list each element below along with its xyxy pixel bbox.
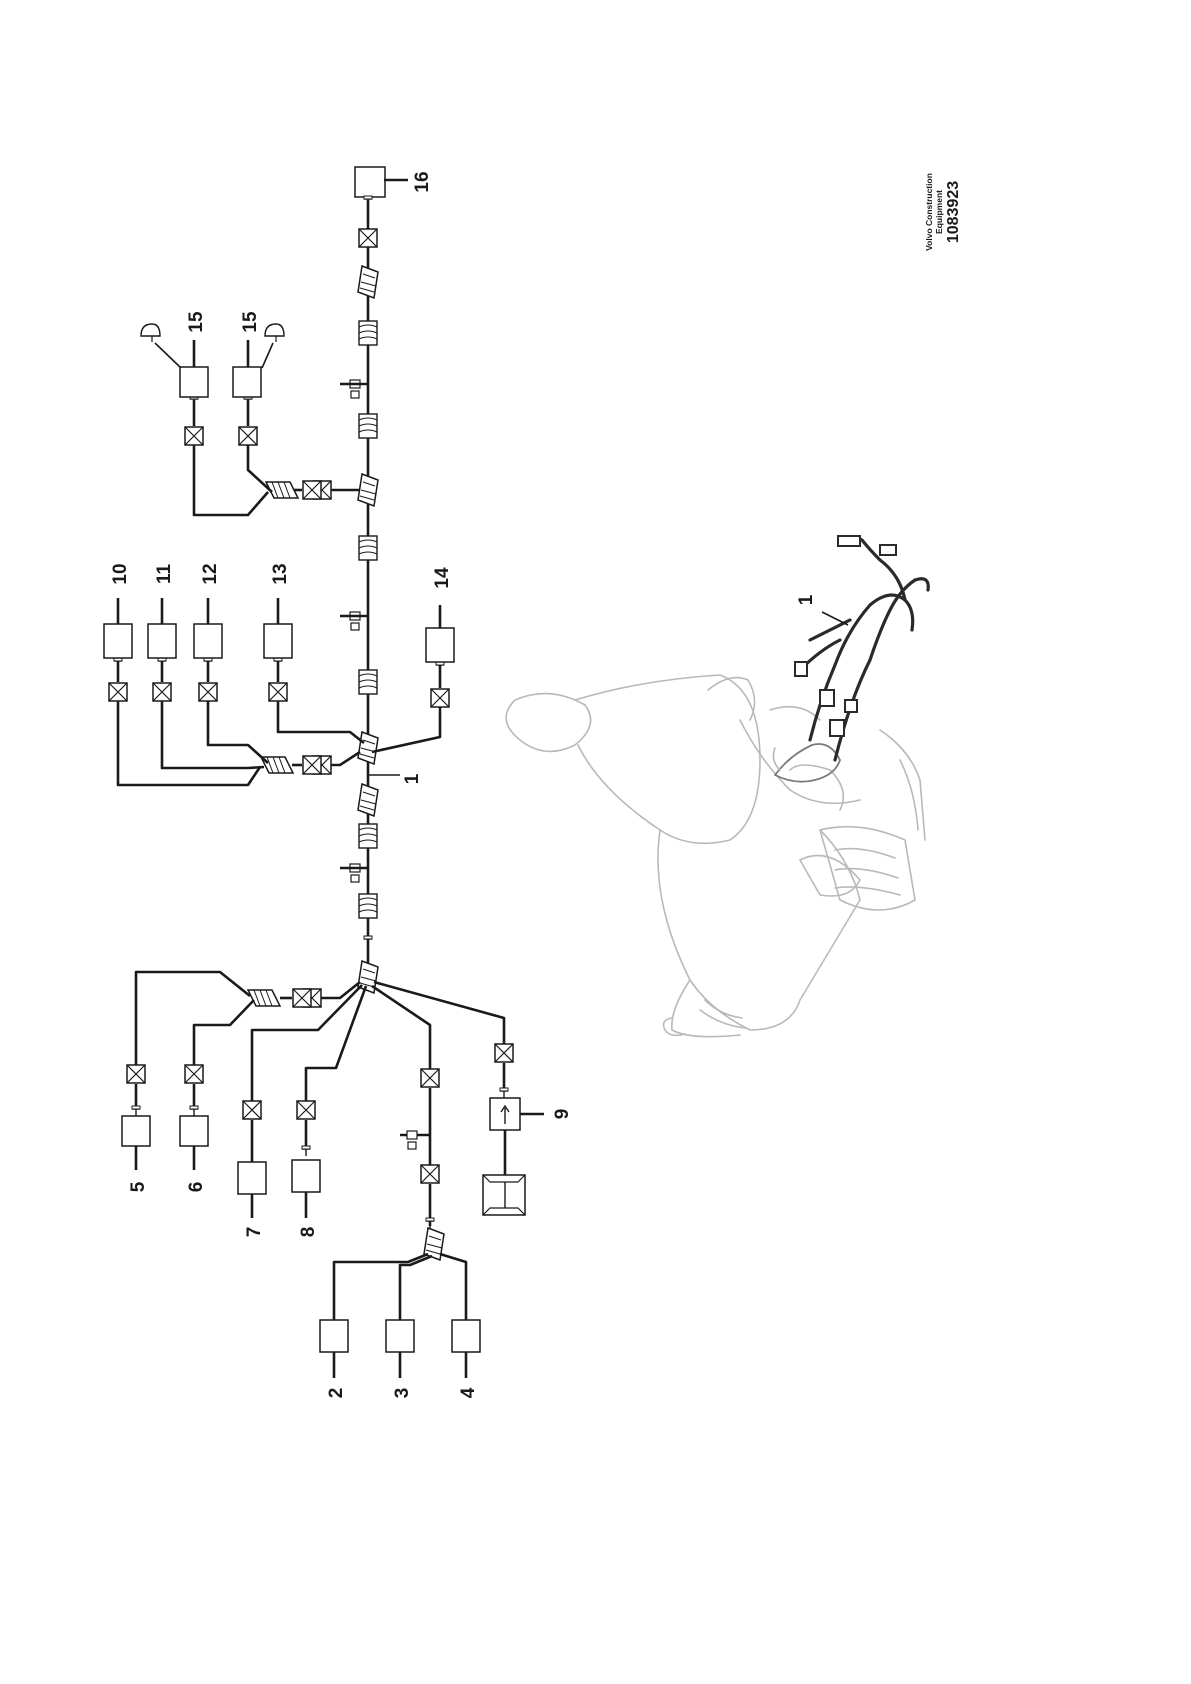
callout-3: 3: [392, 1388, 413, 1399]
component-15-left: [179, 366, 209, 398]
brand-line-1: Volvo Construction: [924, 173, 934, 251]
callout-14: 14: [432, 567, 453, 589]
component-7: [237, 1161, 267, 1195]
callout-9: 9: [552, 1109, 573, 1120]
branch-15: [140, 323, 379, 517]
component-6: [179, 1115, 209, 1147]
trunk-clips-lower: [340, 783, 379, 947]
component-16: [340, 166, 408, 439]
callout-1-sketch: 1: [796, 594, 817, 605]
callout-labels: 16 15 15 10 11 12 13 14 1 5 6 7 8 9 2 3 …: [110, 171, 573, 1398]
component-12: [193, 623, 223, 659]
brand-line-2: Equipment: [934, 190, 944, 234]
lower-junction-branches: [121, 960, 544, 1378]
component-14: [425, 627, 455, 663]
callout-15: 15: [186, 311, 207, 333]
callout-2: 2: [326, 1388, 347, 1399]
component-11: [147, 623, 177, 659]
component-15-right: [232, 366, 262, 398]
part-number: 1083923: [945, 181, 962, 243]
callout-16: 16: [412, 171, 433, 192]
callout-11: 11: [154, 564, 175, 585]
component-4: [451, 1319, 481, 1353]
component-10: [103, 623, 133, 659]
lamp-icon: [140, 323, 161, 342]
component-3: [385, 1319, 415, 1353]
callout-6: 6: [186, 1182, 207, 1193]
callout-13: 13: [270, 563, 291, 584]
callout-4: 4: [458, 1387, 479, 1398]
component-5: [121, 1115, 151, 1147]
callout-12: 12: [200, 563, 221, 584]
trunk-clips-middle: [340, 535, 378, 695]
branch-10-to-14: [103, 598, 455, 787]
callout-10: 10: [110, 563, 131, 584]
sensor-icon: [482, 1174, 526, 1216]
callout-1: 1: [402, 773, 423, 784]
lamp-icon: [264, 323, 285, 342]
callout-15: 15: [240, 311, 261, 333]
component-8: [291, 1159, 321, 1193]
component-2: [319, 1319, 349, 1353]
callout-8: 8: [298, 1227, 319, 1238]
operator-seat-illustration: 1: [505, 535, 930, 1038]
brand-block: Volvo Construction Equipment 1083923: [924, 173, 962, 251]
callout-7: 7: [244, 1227, 265, 1238]
component-13: [263, 623, 293, 659]
callout-5: 5: [128, 1181, 149, 1192]
